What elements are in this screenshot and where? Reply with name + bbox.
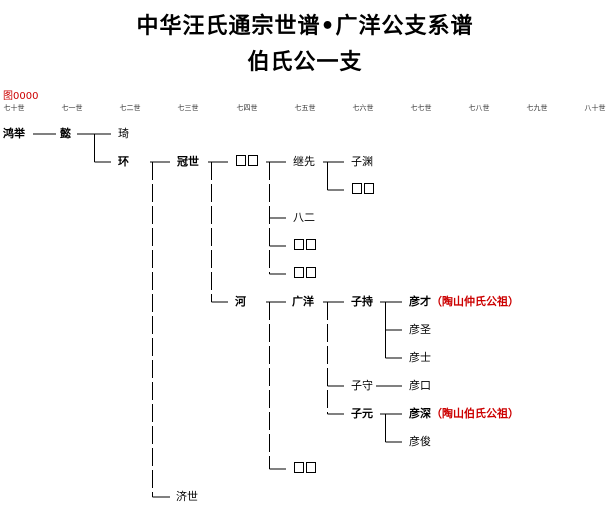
missing-char-box	[306, 267, 316, 278]
missing-char-box	[352, 183, 362, 194]
person-shi: 琦	[118, 127, 129, 140]
missing-char-box	[294, 462, 304, 473]
person-zishou: 子守	[351, 379, 373, 392]
person-yanshen-note: （陶山伯氏公祖）	[431, 407, 519, 420]
missing-char-box	[236, 155, 246, 166]
person-unknown-75a	[294, 239, 318, 253]
gen-label-73: 七三世	[177, 104, 199, 112]
person-yanshen: 彦深（陶山伯氏公祖）	[409, 407, 519, 421]
person-yanshen-name: 彦深	[409, 407, 431, 420]
missing-char-box	[294, 267, 304, 278]
person-huan: 环	[118, 155, 129, 168]
missing-char-box	[306, 462, 316, 473]
person-unknown-74a	[236, 155, 260, 169]
person-hongju: 鸿举	[3, 127, 25, 140]
person-yancai-note: （陶山仲氏公祖）	[431, 295, 519, 308]
gen-label-77: 七七世	[410, 104, 432, 112]
figure-number: 图0000	[3, 91, 39, 102]
genealogy-title: 中华汪氏通宗世谱•广洋公支系谱	[136, 14, 474, 39]
person-yi: 懿	[60, 127, 71, 140]
gen-label-75: 七五世	[294, 104, 316, 112]
gen-label-78: 七八世	[468, 104, 490, 112]
gen-label-74: 七四世	[236, 104, 258, 112]
person-unknown-76a	[352, 183, 376, 197]
missing-char-box	[306, 239, 316, 250]
branch-subtitle: 伯氏公一支	[247, 50, 363, 75]
person-ziyuan-2: 子元	[351, 407, 373, 420]
person-jishi: 济世	[176, 490, 198, 503]
person-baer: 八二	[293, 211, 315, 224]
person-yansheng: 彦圣	[409, 323, 431, 336]
person-unknown-75c	[294, 462, 318, 476]
missing-char-box	[364, 183, 374, 194]
gen-label-76: 七六世	[352, 104, 374, 112]
person-guangyang: 广洋	[292, 295, 314, 308]
person-he: 河	[235, 295, 246, 308]
gen-label-80: 八十世	[584, 104, 606, 112]
person-yanshi: 彦士	[409, 351, 431, 364]
gen-label-79: 七九世	[526, 104, 548, 112]
gen-label-71: 七一世	[61, 104, 83, 112]
person-yanjun: 彦俊	[409, 435, 431, 448]
person-jixian: 继先	[293, 155, 315, 168]
person-unknown-75b	[294, 267, 318, 281]
person-zishi: 子持	[351, 295, 373, 308]
missing-char-box	[248, 155, 258, 166]
missing-char-box	[294, 239, 304, 250]
person-yankou: 彦口	[409, 379, 431, 392]
person-yancai: 彦才（陶山仲氏公祖）	[409, 295, 519, 309]
person-ziyuan-1: 子渊	[351, 155, 373, 168]
gen-label-72: 七二世	[119, 104, 141, 112]
person-guanshi: 冠世	[177, 155, 199, 168]
gen-label-70: 七十世	[3, 104, 25, 112]
person-yancai-name: 彦才	[409, 295, 431, 308]
